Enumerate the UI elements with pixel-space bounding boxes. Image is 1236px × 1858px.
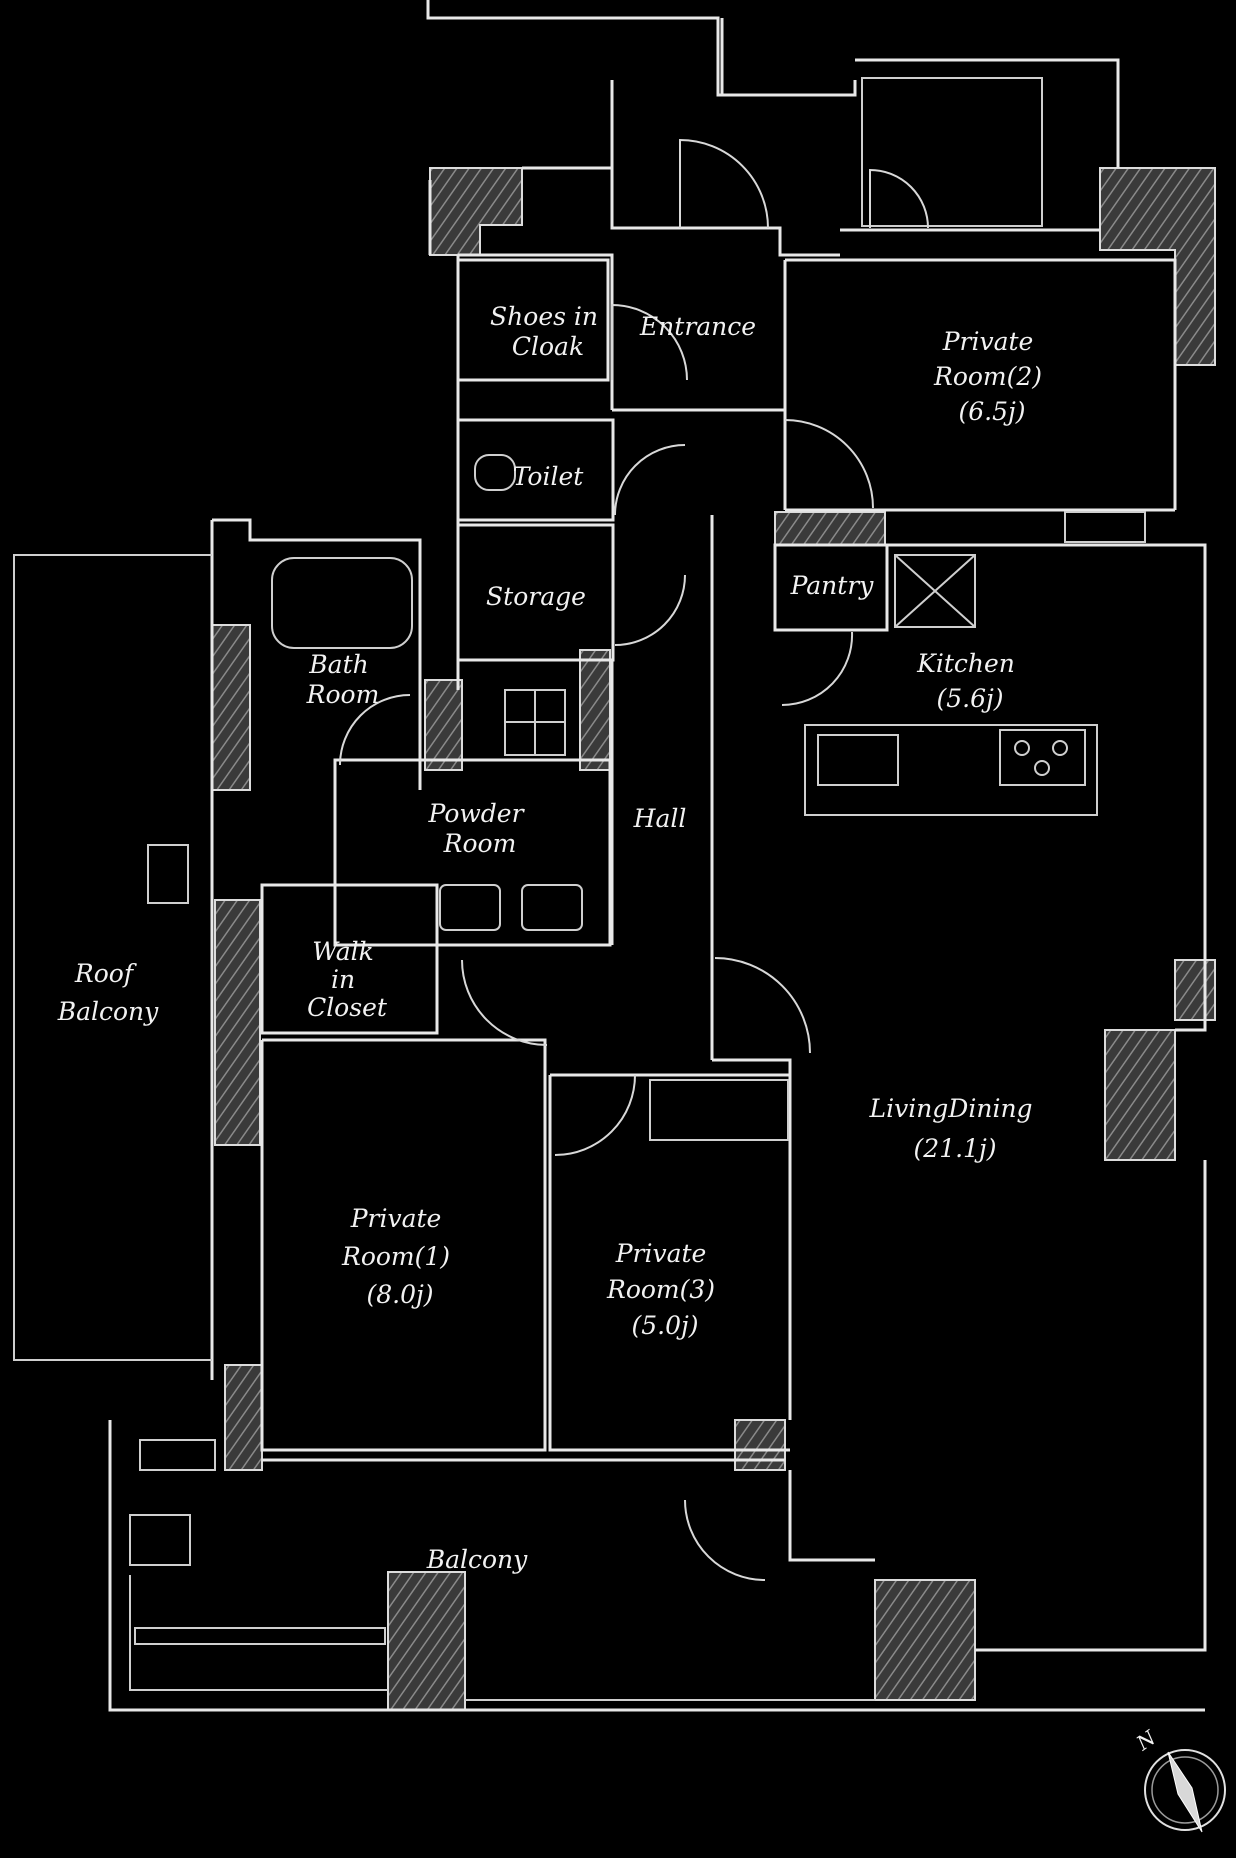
column-hall-pipe bbox=[579, 649, 611, 771]
structural-walls bbox=[211, 167, 1216, 1711]
toilet-door bbox=[614, 444, 686, 516]
label-walk-in-closet: Walk in Closet bbox=[307, 937, 388, 1022]
living-door bbox=[714, 957, 811, 1054]
compass: N bbox=[1131, 1725, 1226, 1833]
powder-door bbox=[461, 959, 548, 1046]
label-bath-room: Bath Room bbox=[306, 650, 380, 709]
column-entrance-left bbox=[429, 167, 523, 256]
doors bbox=[339, 138, 929, 1581]
column-northeast bbox=[1099, 167, 1216, 366]
column-living-east bbox=[1104, 1029, 1176, 1161]
column-kitchen-north bbox=[774, 511, 886, 546]
entrance-door bbox=[679, 138, 769, 229]
kitchen-island bbox=[804, 724, 1098, 816]
fixtures bbox=[271, 454, 1146, 931]
storage-door bbox=[614, 574, 686, 646]
column-closet-left bbox=[214, 899, 261, 1146]
sink-left bbox=[439, 884, 501, 931]
column-east-mid bbox=[1174, 959, 1216, 1021]
label-living-dining: LivingDining (21.1j) bbox=[868, 1094, 1040, 1163]
fridge-space bbox=[894, 554, 976, 628]
compass-ring-icon bbox=[1144, 1749, 1226, 1831]
cabinet-north bbox=[1064, 511, 1146, 543]
label-private-room-3: Private Room(3) (5.0j) bbox=[606, 1239, 723, 1340]
column-room1-south bbox=[224, 1364, 263, 1471]
label-pantry: Pantry bbox=[790, 571, 875, 600]
compass-needle-icon bbox=[1167, 1751, 1203, 1833]
label-hall: Hall bbox=[633, 804, 687, 833]
column-storage bbox=[424, 679, 463, 771]
column-balcony-mid bbox=[387, 1571, 466, 1711]
balcony-door bbox=[684, 1499, 766, 1581]
stove bbox=[999, 729, 1086, 786]
entrance-cloak-door bbox=[611, 303, 688, 381]
bathtub bbox=[271, 557, 413, 649]
label-private-room-2: Private Room(2) (6.5j) bbox=[933, 327, 1050, 426]
room2-door bbox=[784, 419, 874, 509]
island-sink bbox=[817, 734, 899, 786]
label-storage: Storage bbox=[486, 582, 586, 611]
label-kitchen: Kitchen (5.6j) bbox=[916, 649, 1023, 713]
compass-north-label: N bbox=[1131, 1725, 1161, 1756]
label-roof-balcony: Roof Balcony bbox=[57, 959, 159, 1026]
pantry-door bbox=[781, 631, 854, 707]
walls bbox=[13, 0, 1207, 1712]
label-private-room-1: Private Room(1) (8.0j) bbox=[341, 1204, 458, 1309]
column-room3-south bbox=[734, 1419, 786, 1471]
room3-door bbox=[554, 1074, 636, 1156]
label-shoes-in-cloak: Shoes in Cloak bbox=[490, 302, 606, 361]
north-door bbox=[869, 168, 929, 229]
bath-door bbox=[339, 694, 411, 766]
sink-right bbox=[521, 884, 583, 931]
room-labels: Shoes in Cloak Entrance Private Room(2) … bbox=[57, 302, 1050, 1574]
toilet-bowl bbox=[474, 454, 516, 491]
column-balcony-east bbox=[874, 1579, 976, 1701]
label-toilet: Toilet bbox=[513, 462, 585, 491]
label-powder-room: Powder Room bbox=[428, 799, 532, 858]
label-balcony: Balcony bbox=[426, 1545, 528, 1574]
label-entrance: Entrance bbox=[639, 312, 756, 341]
column-bath-left bbox=[211, 624, 251, 791]
